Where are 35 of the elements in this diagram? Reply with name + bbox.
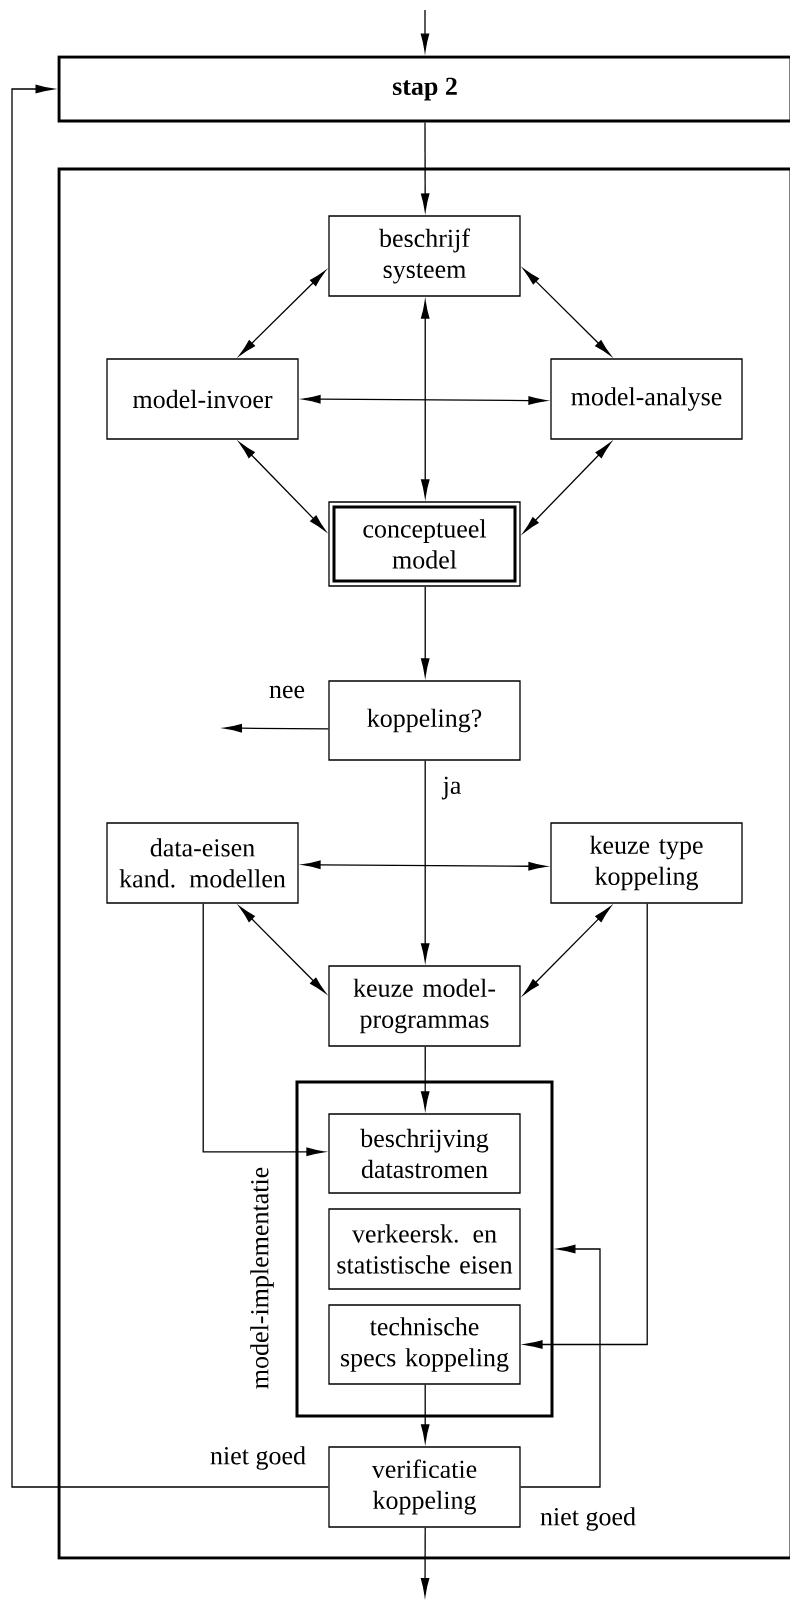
arrow <box>523 268 611 356</box>
arrow <box>420 586 430 677</box>
arrow <box>202 903 325 1157</box>
edge-label: niet goed <box>539 1506 637 1532</box>
process-box: keuze model-programmas <box>328 965 521 1047</box>
arrow <box>11 84 329 1488</box>
process-box: technische specs koppeling <box>328 1304 521 1385</box>
arrow <box>420 300 430 498</box>
edge-label: niet goed <box>209 1445 307 1471</box>
arrow <box>239 270 326 356</box>
process-box: verificatie koppeling <box>328 1446 521 1528</box>
process-box: koppeling? <box>328 680 521 761</box>
header-box: stap 2 <box>57 55 790 123</box>
edge-label: ja <box>441 775 463 801</box>
arrow <box>302 394 547 405</box>
edge-label: nee <box>267 684 307 700</box>
process-box: verkeersk. en statistische eisen <box>328 1208 521 1290</box>
arrow <box>302 860 547 871</box>
node-label: model-implementatie <box>250 1167 274 1389</box>
arrow <box>239 906 326 994</box>
arrow <box>420 9 430 52</box>
frame-box <box>57 167 790 1560</box>
process-box: model-analyse <box>550 358 743 440</box>
arrow <box>239 442 326 532</box>
arrow <box>523 442 611 533</box>
process-box: beschrijving datastromen <box>328 1113 521 1194</box>
process-box: data-eisen kand. modellen <box>106 822 299 904</box>
process-box: beschrijf systeem <box>328 215 521 297</box>
process-box: model-invoer <box>106 358 299 440</box>
arrow <box>420 1046 430 1110</box>
arrow <box>420 1384 430 1443</box>
arrow <box>420 121 430 212</box>
process-box: keuze type koppeling <box>550 822 743 904</box>
process-box: conceptueel model <box>328 501 521 587</box>
arrow <box>420 760 430 962</box>
